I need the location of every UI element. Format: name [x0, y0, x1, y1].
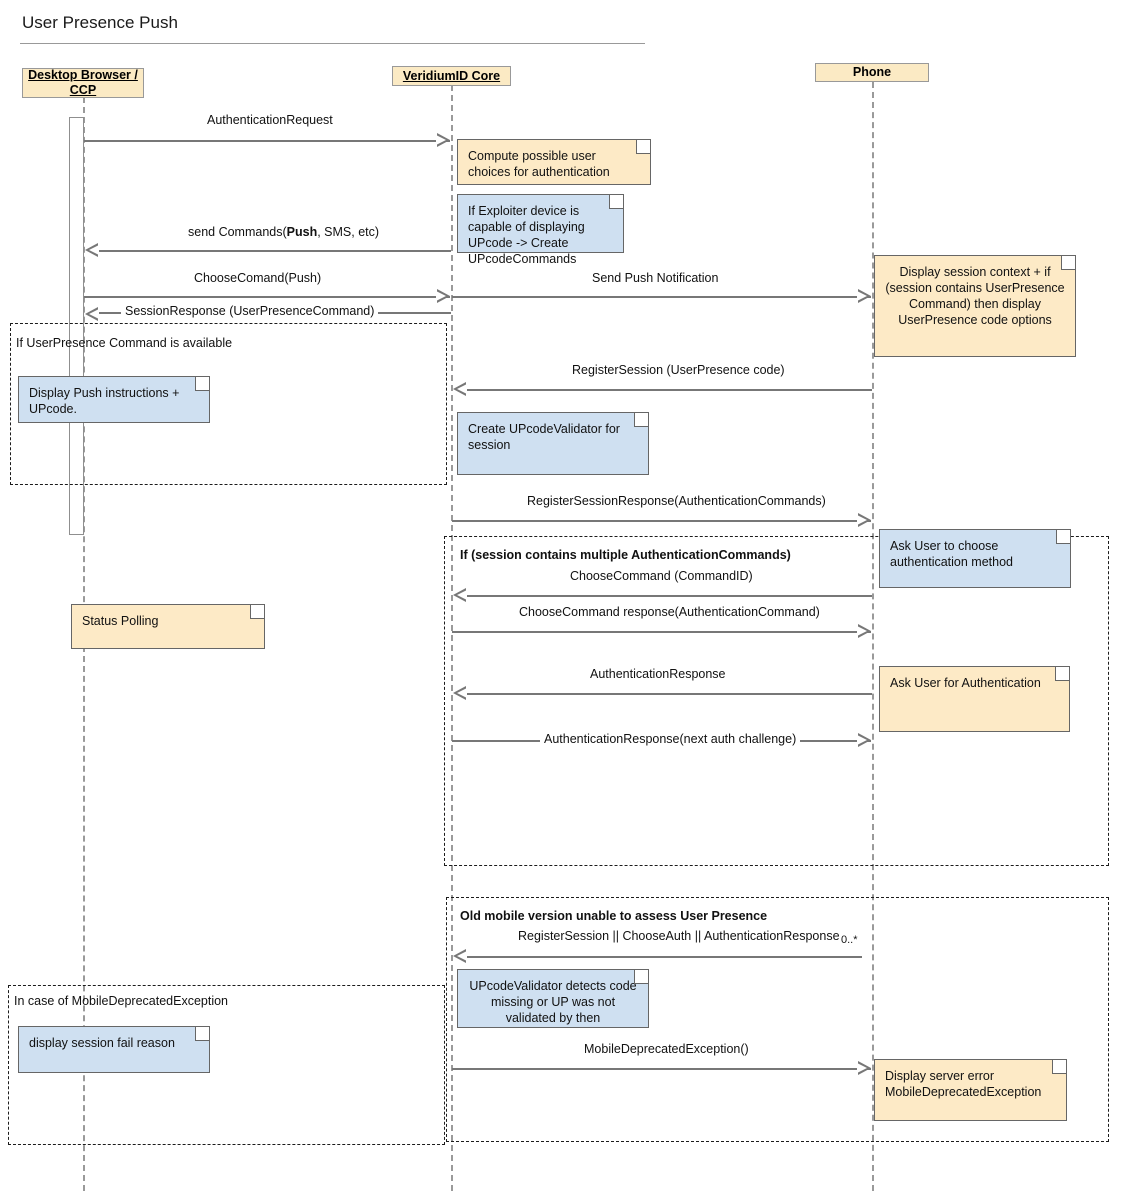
- message-label-send-commands: send Commands(Push, SMS, etc): [188, 225, 379, 239]
- note-fold-icon: [1052, 1060, 1066, 1074]
- note-text-ask-user-for-authentication: Ask User for Authentication: [890, 676, 1041, 690]
- note-text-display-push-instructions: Display Push instructions + UPcode.: [29, 386, 180, 416]
- message-line-choose-comand-push: [84, 296, 450, 298]
- fragment-if-userpresence-command-available: [10, 323, 447, 485]
- note-text-if-exploiter-device-capable: If Exploiter device is capable of displa…: [468, 204, 585, 266]
- arrowhead-right-send-push-notification: [857, 289, 871, 303]
- message-multiplicity-label: 0..*: [841, 934, 858, 946]
- note-text-display-server-error: Display server error MobileDeprecatedExc…: [885, 1069, 1042, 1099]
- note-fold-icon: [634, 970, 648, 984]
- send-commands-bold: Push: [286, 225, 318, 239]
- fragment-in-case-of-mobiledeprecatedexception: [8, 985, 445, 1145]
- message-label-authentication-request: AuthenticationRequest: [207, 113, 333, 127]
- fragment-old-mobile-version: [446, 897, 1109, 1142]
- fragment-label-in-case-of-mobiledeprecatedexception: In case of MobileDeprecatedException: [14, 994, 229, 1008]
- message-label-register-or-chooseauth-or-authresponse: RegisterSession || ChooseAuth || Authent…: [518, 929, 840, 943]
- message-label-authentication-response: AuthenticationResponse: [590, 667, 726, 681]
- message-line-authentication-response: [464, 693, 872, 695]
- activation-bar-browser: [69, 117, 84, 535]
- message-label-choose-command-id: ChooseCommand (CommandID): [570, 569, 753, 583]
- fragment-if-multiple-authentication-commands: [444, 536, 1109, 866]
- note-fold-icon: [1055, 667, 1069, 681]
- arrowhead-right-register-session-response: [857, 513, 871, 527]
- arrowhead-right-authentication-request: [436, 133, 450, 147]
- fragment-label-if-multiple-authentication-commands: If (session contains multiple Authentica…: [460, 548, 791, 562]
- note-status-polling: Status Polling: [71, 604, 265, 649]
- arrowhead-right-choose-command-response: [857, 624, 871, 638]
- actor-label-core: VeridiumID Core: [402, 68, 501, 83]
- message-line-mobile-deprecated-exception: [452, 1068, 871, 1070]
- send-commands-prefix: send Commands(: [188, 225, 287, 239]
- actor-label-browser-line2: CCP: [69, 83, 97, 97]
- fragment-label-if-userpresence-command-available: If UserPresence Command is available: [16, 336, 233, 350]
- note-fold-icon: [634, 413, 648, 427]
- actor-label-browser-line1: Desktop Browser /: [28, 68, 138, 82]
- arrowhead-left-choose-command-id: [453, 588, 467, 602]
- message-label-choose-command-response: ChooseCommand response(AuthenticationCom…: [519, 605, 820, 619]
- note-fold-icon: [636, 140, 650, 154]
- note-text-display-session-context: Display session context + if (session co…: [885, 265, 1065, 327]
- note-display-server-error: Display server error MobileDeprecatedExc…: [874, 1059, 1067, 1121]
- message-label-send-push-notification: Send Push Notification: [592, 271, 719, 285]
- note-create-upcodevalidator: Create UPcodeValidator for session: [457, 412, 649, 475]
- message-label-session-response: SessionResponse (UserPresenceCommand): [121, 304, 379, 318]
- page-title: User Presence Push: [22, 13, 178, 32]
- note-display-push-instructions: Display Push instructions + UPcode.: [18, 376, 210, 423]
- message-label-mobile-deprecated-exception: MobileDeprecatedException(): [584, 1042, 749, 1056]
- arrowhead-left-register-session: [453, 382, 467, 396]
- note-ask-user-choose-auth-method: Ask User to choose authentication method: [879, 529, 1071, 588]
- message-line-register-session: [464, 389, 872, 391]
- actor-label-phone: Phone: [852, 65, 892, 79]
- title-divider: [20, 43, 645, 44]
- note-compute-possible-user-choices: Compute possible user choices for authen…: [457, 139, 651, 185]
- arrowhead-left-send-commands: [85, 243, 99, 257]
- arrowhead-left-session-response: [85, 307, 99, 321]
- arrowhead-left-register-or-chooseauth-or-authresponse: [453, 949, 467, 963]
- fragment-label-old-mobile-version: Old mobile version unable to assess User…: [460, 909, 768, 923]
- note-text-status-polling: Status Polling: [82, 614, 159, 628]
- message-label-register-session-response: RegisterSessionResponse(AuthenticationCo…: [527, 494, 826, 508]
- message-line-register-session-response: [452, 520, 871, 522]
- arrowhead-right-authentication-response-next: [857, 733, 871, 747]
- arrowhead-right-choose-comand-push: [436, 289, 450, 303]
- arrowhead-right-mobile-deprecated-exception: [857, 1061, 871, 1075]
- note-text-ask-user-choose-auth-method: Ask User to choose authentication method: [890, 539, 1014, 569]
- note-upcodevalidator-detects-code-missing: UPcodeValidator detects code missing or …: [457, 969, 649, 1028]
- send-commands-suffix: , SMS, etc): [317, 225, 380, 239]
- note-text-upcodevalidator-detects-code-missing: UPcodeValidator detects code missing or …: [469, 979, 637, 1025]
- note-fold-icon: [609, 195, 623, 209]
- note-fold-icon: [1056, 530, 1070, 544]
- message-label-register-session: RegisterSession (UserPresence code): [572, 363, 785, 377]
- note-text-create-upcodevalidator: Create UPcodeValidator for session: [468, 422, 620, 452]
- note-display-session-context: Display session context + if (session co…: [874, 255, 1076, 357]
- lifeline-core: [451, 85, 453, 1191]
- note-text-compute-possible-user-choices: Compute possible user choices for authen…: [468, 149, 610, 179]
- message-label-choose-comand-push: ChooseComand(Push): [194, 271, 322, 285]
- message-line-choose-command-id: [464, 595, 872, 597]
- note-ask-user-for-authentication: Ask User for Authentication: [879, 666, 1070, 732]
- note-fold-icon: [250, 605, 264, 619]
- actor-header-core[interactable]: VeridiumID Core: [392, 66, 511, 86]
- message-line-register-or-chooseauth-or-authresponse: [464, 956, 862, 958]
- note-fold-icon: [195, 377, 209, 391]
- actor-header-phone[interactable]: Phone: [815, 63, 929, 82]
- note-fold-icon: [1061, 256, 1075, 270]
- arrowhead-left-authentication-response: [453, 686, 467, 700]
- lifeline-phone: [872, 82, 874, 1191]
- message-label-authentication-response-next: AuthenticationResponse(next auth challen…: [540, 732, 801, 746]
- actor-header-browser[interactable]: Desktop Browser / CCP: [22, 68, 144, 98]
- message-line-send-push-notification: [452, 296, 871, 298]
- message-line-choose-command-response: [452, 631, 871, 633]
- note-text-display-session-fail-reason: display session fail reason: [29, 1036, 175, 1050]
- note-fold-icon: [195, 1027, 209, 1041]
- note-display-session-fail-reason: display session fail reason: [18, 1026, 210, 1073]
- note-if-exploiter-device-capable: If Exploiter device is capable of displa…: [457, 194, 624, 266]
- message-line-send-commands: [96, 250, 451, 252]
- message-line-authentication-request: [84, 140, 450, 142]
